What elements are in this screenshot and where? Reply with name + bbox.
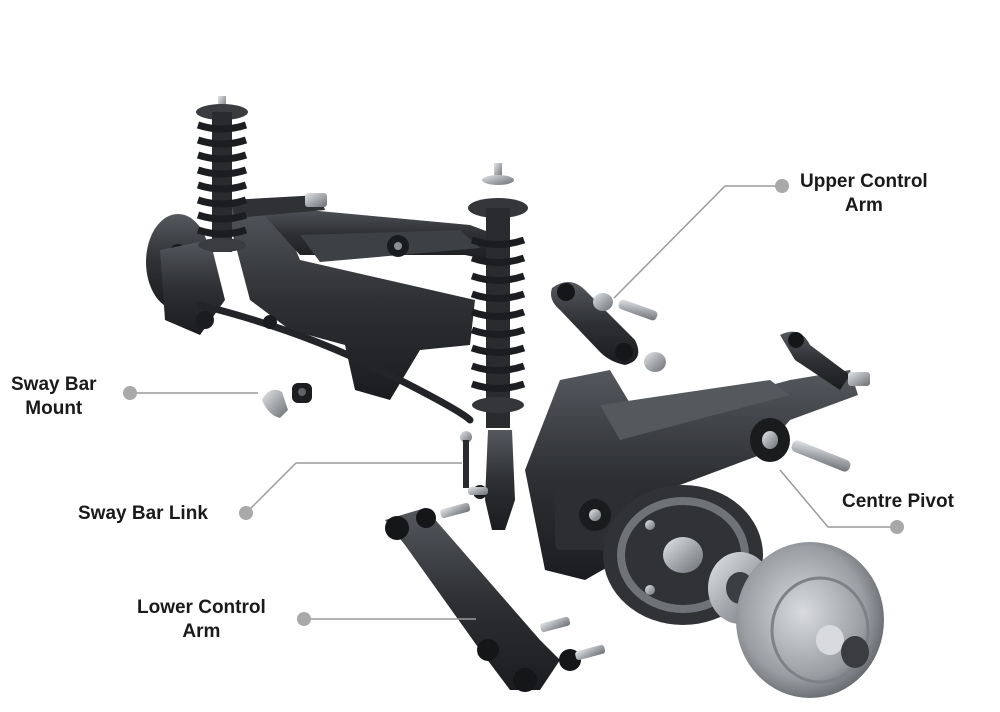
rear-subframe <box>146 193 510 424</box>
label-upper-control-arm-line1: Upper Control <box>800 171 928 192</box>
callout-dot-lower-control-arm <box>297 612 311 626</box>
label-upper-control-arm-line2: Arm <box>844 195 883 216</box>
label-centre-pivot: Centre Pivot <box>842 490 954 514</box>
label-lower-control-arm: Lower Control Arm <box>137 596 266 644</box>
label-centre-pivot-line1: Centre Pivot <box>842 491 954 512</box>
callout-centre-pivot <box>779 469 897 528</box>
callout-upper-control-arm <box>613 185 782 299</box>
lower-control-arm <box>385 502 606 692</box>
upper-control-arm <box>551 281 666 372</box>
label-sway-bar-mount: Sway Bar Mount <box>11 373 97 421</box>
label-lower-control-arm-line2: Arm <box>182 621 221 642</box>
centre-pivot-bushing <box>750 418 851 472</box>
callout-dot-centre-pivot <box>890 520 904 534</box>
label-sway-bar-mount-line2: Mount <box>25 398 83 419</box>
callout-dot-sway-bar-mount <box>123 386 137 400</box>
callout-dots <box>123 179 904 626</box>
label-sway-bar-mount-line1: Sway Bar <box>11 374 97 395</box>
label-upper-control-arm: Upper Control Arm <box>800 170 928 218</box>
label-lower-control-arm-line1: Lower Control <box>137 597 266 618</box>
callout-dot-upper-control-arm <box>775 179 789 193</box>
callout-sway-bar-link <box>245 462 462 514</box>
left-coilover <box>196 96 248 252</box>
label-sway-bar-link-line1: Sway Bar Link <box>78 503 208 524</box>
sway-bar-link <box>460 431 488 499</box>
sway-bar-mount <box>262 383 312 418</box>
callout-lines <box>130 185 897 620</box>
callout-dot-sway-bar-link <box>239 506 253 520</box>
right-coilover <box>468 163 528 530</box>
brake-drum <box>736 542 884 698</box>
label-sway-bar-link: Sway Bar Link <box>78 502 208 526</box>
